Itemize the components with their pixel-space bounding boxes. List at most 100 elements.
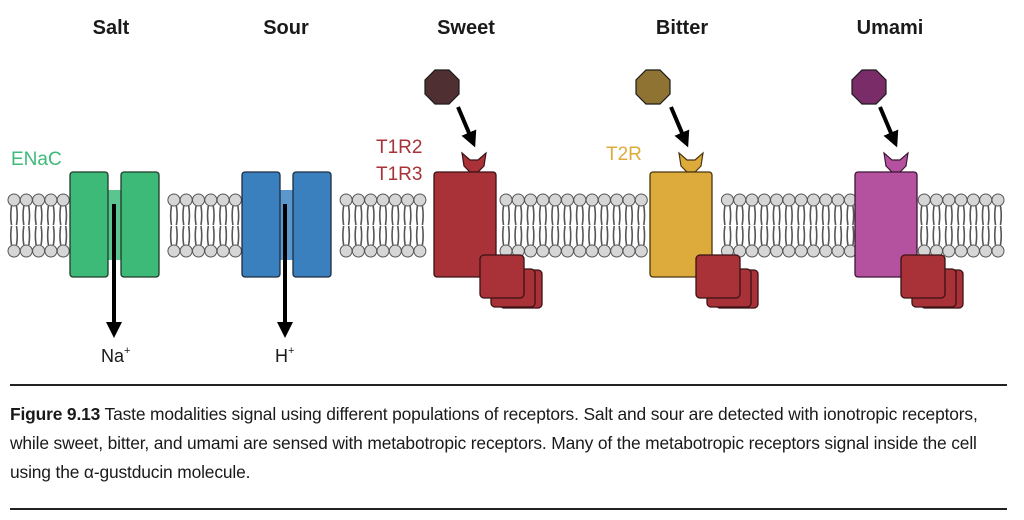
lipid-tail [612,205,615,226]
title-bitter: Bitter [656,17,708,39]
lipid-tail [815,225,818,246]
proton-channel-subunit-right [292,171,332,278]
lipid-head [413,244,427,258]
lipid-head [831,193,845,207]
lipid-head [32,244,46,258]
lipid-tail [514,225,517,246]
lipid-tail [224,205,228,226]
title-salt: Salt [93,17,130,39]
lipid-head [401,244,415,258]
lipid-tail [40,225,43,246]
lipid-tail [415,205,419,226]
lipid-tail [64,225,68,246]
lipid-tail [219,225,222,246]
lipid-head [204,244,218,258]
lipid-tail [378,205,382,226]
lipid-tail [643,225,646,246]
lipid-tail [993,225,997,246]
lipid-tail [575,205,579,226]
lipid-tail [981,205,984,226]
lipid-tail [342,225,345,246]
lipid-head [511,193,525,207]
lipid-tail [372,205,375,226]
lipid-tail [22,225,25,246]
lipid-head [979,193,993,207]
lipid-tail [741,225,744,246]
lipid-head [216,244,230,258]
lipid-head [524,193,538,207]
lipid-tail [200,205,203,226]
lipid-tail [52,205,55,226]
lipid-tail [784,205,788,226]
lipid-tail [575,225,579,246]
lipid-head [819,244,833,258]
lipid-tail [630,205,634,226]
lipid-tail [925,205,929,226]
lipid-head [917,193,931,207]
lipid-tail [206,225,210,246]
lipid-tail [950,205,953,226]
lipid-head [56,244,70,258]
lipid-head [204,193,218,207]
salt-enac-channel: ENaC Na+ [11,149,160,366]
lipid-tail [852,205,855,226]
lipid-tail [22,205,25,226]
lipid-tail [556,225,560,246]
lipid-tail [581,225,584,246]
lipid-tail [999,225,1003,246]
lipid-tail [391,205,394,226]
lipid-tail [760,225,763,246]
lipid-head [561,244,574,258]
lipid-tail [415,225,419,246]
lipid-head [351,193,365,207]
lipid-tail [9,205,13,226]
lipid-tail [723,225,726,246]
sweet-binding-arrow [456,106,477,148]
lipid-tail [975,205,978,226]
lipid-head [622,193,636,207]
lipid-tail [588,205,591,226]
lipid-head [167,193,181,207]
lipid-tail [421,205,424,226]
lipid-tail [624,225,628,246]
lipid-tail [729,205,732,226]
lipid-tail [802,225,806,246]
lipid-head [757,193,771,207]
lipid-head [942,244,956,258]
lipid-tail [581,205,584,226]
lipid-head [192,193,205,207]
lipid-tail [600,205,603,226]
lipid-head [7,244,21,258]
lipid-head [991,244,1005,258]
lipid-tail [372,225,375,246]
lipid-tail [9,225,13,246]
lipid-tail [187,225,191,246]
lipid-tail [809,225,812,246]
lipid-head [573,244,587,258]
lipid-tail [397,225,400,246]
lipid-tail [175,205,178,226]
lipid-head [597,244,611,258]
lipid-tail [618,225,621,246]
lipid-head [179,193,193,207]
lipid-tail [729,225,732,246]
lipid-tail [342,205,345,226]
caption-top-rule [10,384,1007,386]
lipid-tail [556,205,560,226]
lipid-head [807,244,820,258]
figure-caption: Figure 9.13 Taste modalities signal usin… [10,400,1010,487]
proton-ion-label: H+ [275,345,294,366]
lipid-tail [182,205,185,226]
lipid-head [585,244,599,258]
lipid-head [979,244,993,258]
lipid-tail [821,225,825,246]
lipid-tail [932,205,935,226]
umami-ligand [851,69,887,105]
lipid-tail [944,225,948,246]
lipid-tail [563,225,566,246]
lipid-head [179,244,193,258]
lipid-tail [532,205,535,226]
t2r-receptor [649,171,713,278]
lipid-tail [834,205,837,226]
lipid-tail [797,205,800,226]
